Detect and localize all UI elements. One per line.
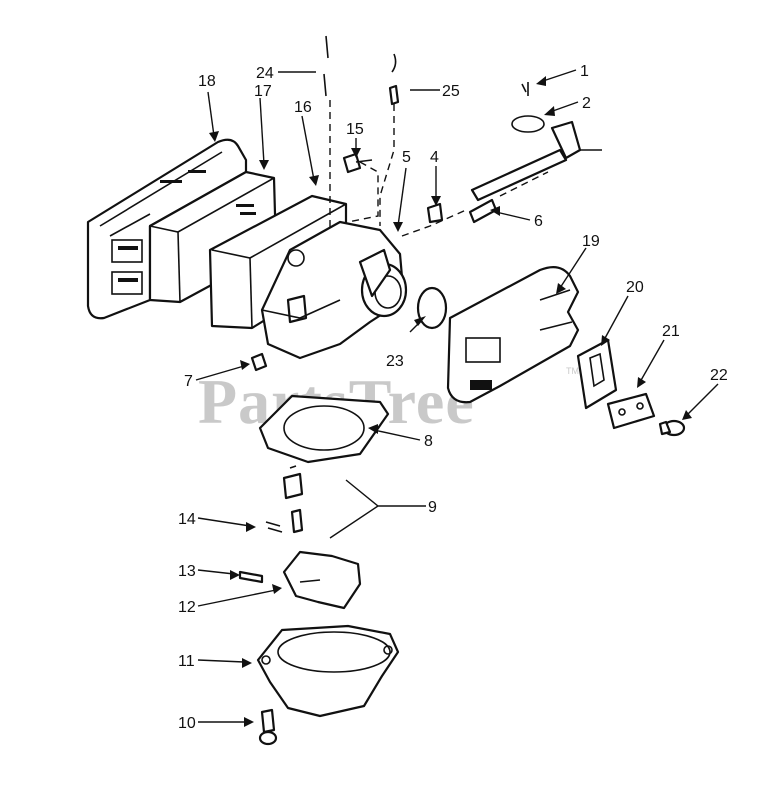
callout-25: 25 [442, 83, 460, 100]
part-2-clip [511, 115, 545, 133]
callout-16: 16 [294, 99, 312, 116]
part-10-bowl-screw[interactable] [258, 708, 278, 746]
callout-2: 2 [582, 95, 591, 112]
part-4-screw [426, 202, 444, 224]
part-24-link[interactable] [323, 35, 329, 97]
callout-6: 6 [534, 213, 543, 230]
part-15-screw[interactable] [342, 152, 373, 174]
part-12-float[interactable] [282, 550, 362, 610]
part-7-nut[interactable] [250, 352, 268, 372]
part-9-needle-seat[interactable] [282, 465, 304, 534]
callout-15: 15 [346, 121, 364, 138]
callout-13: 13 [178, 563, 196, 580]
part-19-intake-adapter[interactable] [446, 265, 580, 404]
part-11-float-bowl[interactable] [256, 624, 400, 718]
part-25-clip[interactable] [391, 53, 397, 73]
callout-5: 5 [402, 149, 411, 166]
part-23-gasket-ring[interactable] [416, 286, 448, 330]
part-1-pin [521, 82, 529, 96]
watermark-trademark: TM [566, 366, 579, 376]
callout-1: 1 [580, 63, 589, 80]
carburetor-body[interactable] [260, 220, 408, 360]
callout-21: 21 [662, 323, 680, 340]
part-22-screw[interactable] [658, 419, 686, 437]
callout-4: 4 [430, 149, 439, 166]
part-25-pin[interactable] [388, 84, 400, 106]
part-8-gasket[interactable] [258, 394, 390, 464]
dashed-assembly-lines [329, 100, 549, 237]
callout-9: 9 [428, 499, 437, 516]
callout-10: 10 [178, 715, 196, 732]
callout-14: 14 [178, 511, 196, 528]
throttle-shaft-assembly[interactable] [426, 82, 582, 224]
callout-20: 20 [626, 279, 644, 296]
part-14-spring[interactable] [265, 521, 283, 533]
callout-17: 17 [254, 83, 272, 100]
part-21-clamp-plate[interactable] [606, 392, 656, 430]
callout-18: 18 [198, 73, 216, 90]
callout-12: 12 [178, 599, 196, 616]
callout-24: 24 [256, 65, 274, 82]
callout-leaders [195, 69, 719, 727]
callout-23: 23 [386, 353, 404, 370]
part-13-pin[interactable] [238, 570, 264, 584]
callout-7: 7 [184, 373, 193, 390]
part-20-gasket-plate[interactable] [576, 338, 618, 410]
callout-11: 11 [178, 653, 195, 670]
callout-8: 8 [424, 433, 433, 450]
callout-22: 22 [710, 367, 728, 384]
callout-19: 19 [582, 233, 600, 250]
callout-labels: 1 2 4 5 6 7 8 9 10 11 12 13 14 15 16 17 … [178, 63, 728, 732]
